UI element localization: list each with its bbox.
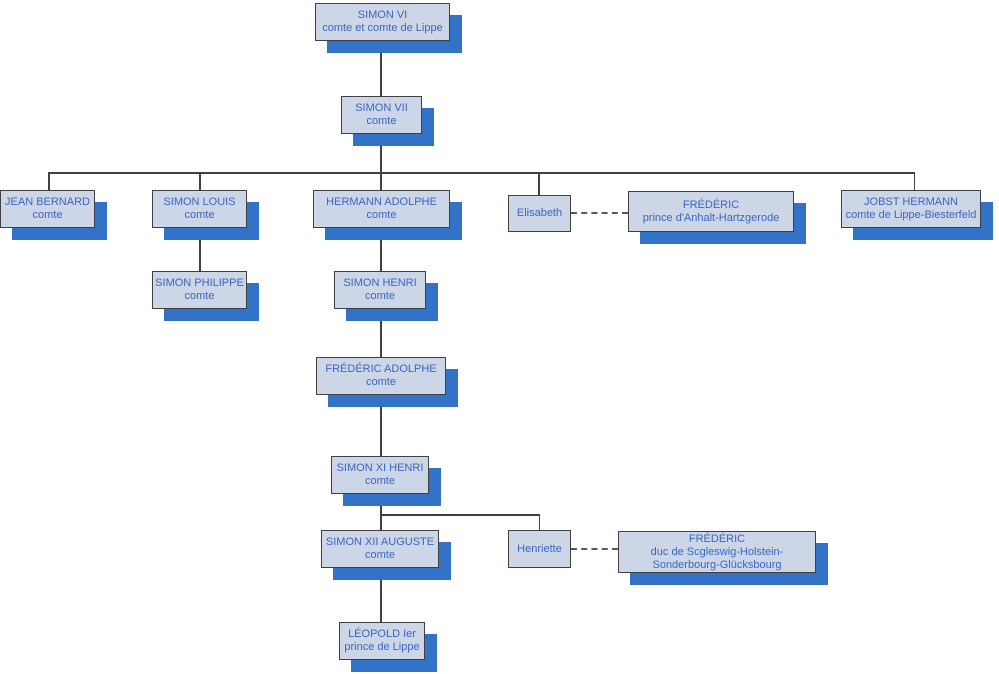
connector-simonxii-leopold xyxy=(380,568,382,622)
node-title: comte xyxy=(365,290,395,302)
node-simon-henri[interactable]: SIMON HENRI comte xyxy=(334,271,426,309)
connector-drop-henriette xyxy=(538,514,540,530)
node-title: comte de Lippe-Biesterfeld xyxy=(845,209,977,221)
node-simon-xi-henri[interactable]: SIMON XI HENRI comte xyxy=(331,456,429,494)
node-leopold-ier[interactable]: LÉOPOLD Ier prince de Lippe xyxy=(339,622,425,660)
node-name: SIMON XI HENRI xyxy=(336,462,424,474)
node-elisabeth[interactable]: Elisabeth xyxy=(508,195,571,232)
node-frederic-anhalt[interactable]: FRÉDÉRIC prince d'Anhalt-Hartzgerode xyxy=(628,191,794,232)
node-name: SIMON PHILIPPE xyxy=(155,277,244,289)
node-title: prince d'Anhalt-Hartzgerode xyxy=(642,211,780,224)
connector-simonvii-rail xyxy=(380,134,382,173)
connector-rail-gen3 xyxy=(48,172,915,174)
node-simon-vii[interactable]: SIMON VII comte xyxy=(341,96,422,134)
node-name: HERMANN ADOLPHE xyxy=(326,196,437,208)
node-simon-philippe[interactable]: SIMON PHILIPPE comte xyxy=(152,271,247,309)
node-name: JEAN BERNARD xyxy=(5,196,90,208)
node-name: Elisabeth xyxy=(516,207,563,219)
connector-drop-simonxii xyxy=(380,514,382,530)
node-name: FRÉDÉRIC xyxy=(688,532,746,545)
node-title: prince de Lippe xyxy=(344,641,420,653)
connector-simonlouis-simonphilippe xyxy=(199,228,201,271)
node-frederic-schleswig[interactable]: FRÉDÉRIC duc de Scgleswig-Holstein-Sonde… xyxy=(618,531,816,573)
node-name: Henriette xyxy=(517,542,562,555)
node-simon-louis[interactable]: SIMON LOUIS comte xyxy=(152,190,247,228)
node-name: SIMON VI xyxy=(357,9,408,21)
node-name: SIMON XII AUGUSTE xyxy=(325,536,435,548)
marriage-connector-elisabeth-frederic xyxy=(571,212,628,214)
connector-drop-jean-bernard xyxy=(48,172,50,190)
node-jobst-hermann[interactable]: JOBST HERMANN comte de Lippe-Biesterfeld xyxy=(841,190,981,228)
node-name: SIMON VII xyxy=(355,102,408,114)
node-simon-xii-auguste[interactable]: SIMON XII AUGUSTE comte xyxy=(321,530,439,568)
connector-hermann-simonhenri xyxy=(380,228,382,271)
node-title: comte xyxy=(365,475,395,487)
connector-drop-jobst-hermann xyxy=(913,172,915,190)
node-henriette[interactable]: Henriette xyxy=(508,530,571,568)
connector-rail-gen8 xyxy=(380,514,540,516)
node-hermann-adolphe[interactable]: HERMANN ADOLPHE comte xyxy=(313,190,450,228)
node-jean-bernard[interactable]: JEAN BERNARD comte xyxy=(0,190,95,228)
node-name: FRÉDÉRIC xyxy=(682,198,740,211)
connector-fredericadolphe-simonxi xyxy=(380,395,382,456)
node-title: comte xyxy=(366,115,397,127)
node-title: comte xyxy=(32,209,63,221)
connector-simonhenri-fredericadolphe xyxy=(380,309,382,357)
node-name: JOBST HERMANN xyxy=(864,196,958,208)
node-frederic-adolphe[interactable]: FRÉDÉRIC ADOLPHE comte xyxy=(316,357,446,395)
connector-drop-hermann-adolphe xyxy=(380,172,382,190)
connector-drop-simon-louis xyxy=(199,172,201,190)
connector-simonxi-rail xyxy=(380,494,382,514)
node-name: FRÉDÉRIC ADOLPHE xyxy=(325,363,437,375)
node-simon-vi[interactable]: SIMON VI comte et comte de Lippe xyxy=(315,3,450,41)
node-name: SIMON LOUIS xyxy=(163,196,236,208)
node-name: LÉOPOLD Ier xyxy=(348,628,416,640)
node-title: comte xyxy=(365,549,395,561)
node-title: comte et comte de Lippe xyxy=(322,22,443,34)
node-name: SIMON HENRI xyxy=(343,277,417,289)
node-title: comte xyxy=(184,290,215,302)
connector-simonvi-simonvii xyxy=(380,41,382,96)
node-title: comte xyxy=(184,209,215,221)
node-title: duc de Scgleswig-Holstein-Sonderbourg-Gl… xyxy=(650,545,784,571)
marriage-connector-henriette-frederic xyxy=(571,548,618,550)
node-title: comte xyxy=(366,376,396,388)
connector-drop-elisabeth xyxy=(538,172,540,195)
node-title: comte xyxy=(366,209,397,221)
